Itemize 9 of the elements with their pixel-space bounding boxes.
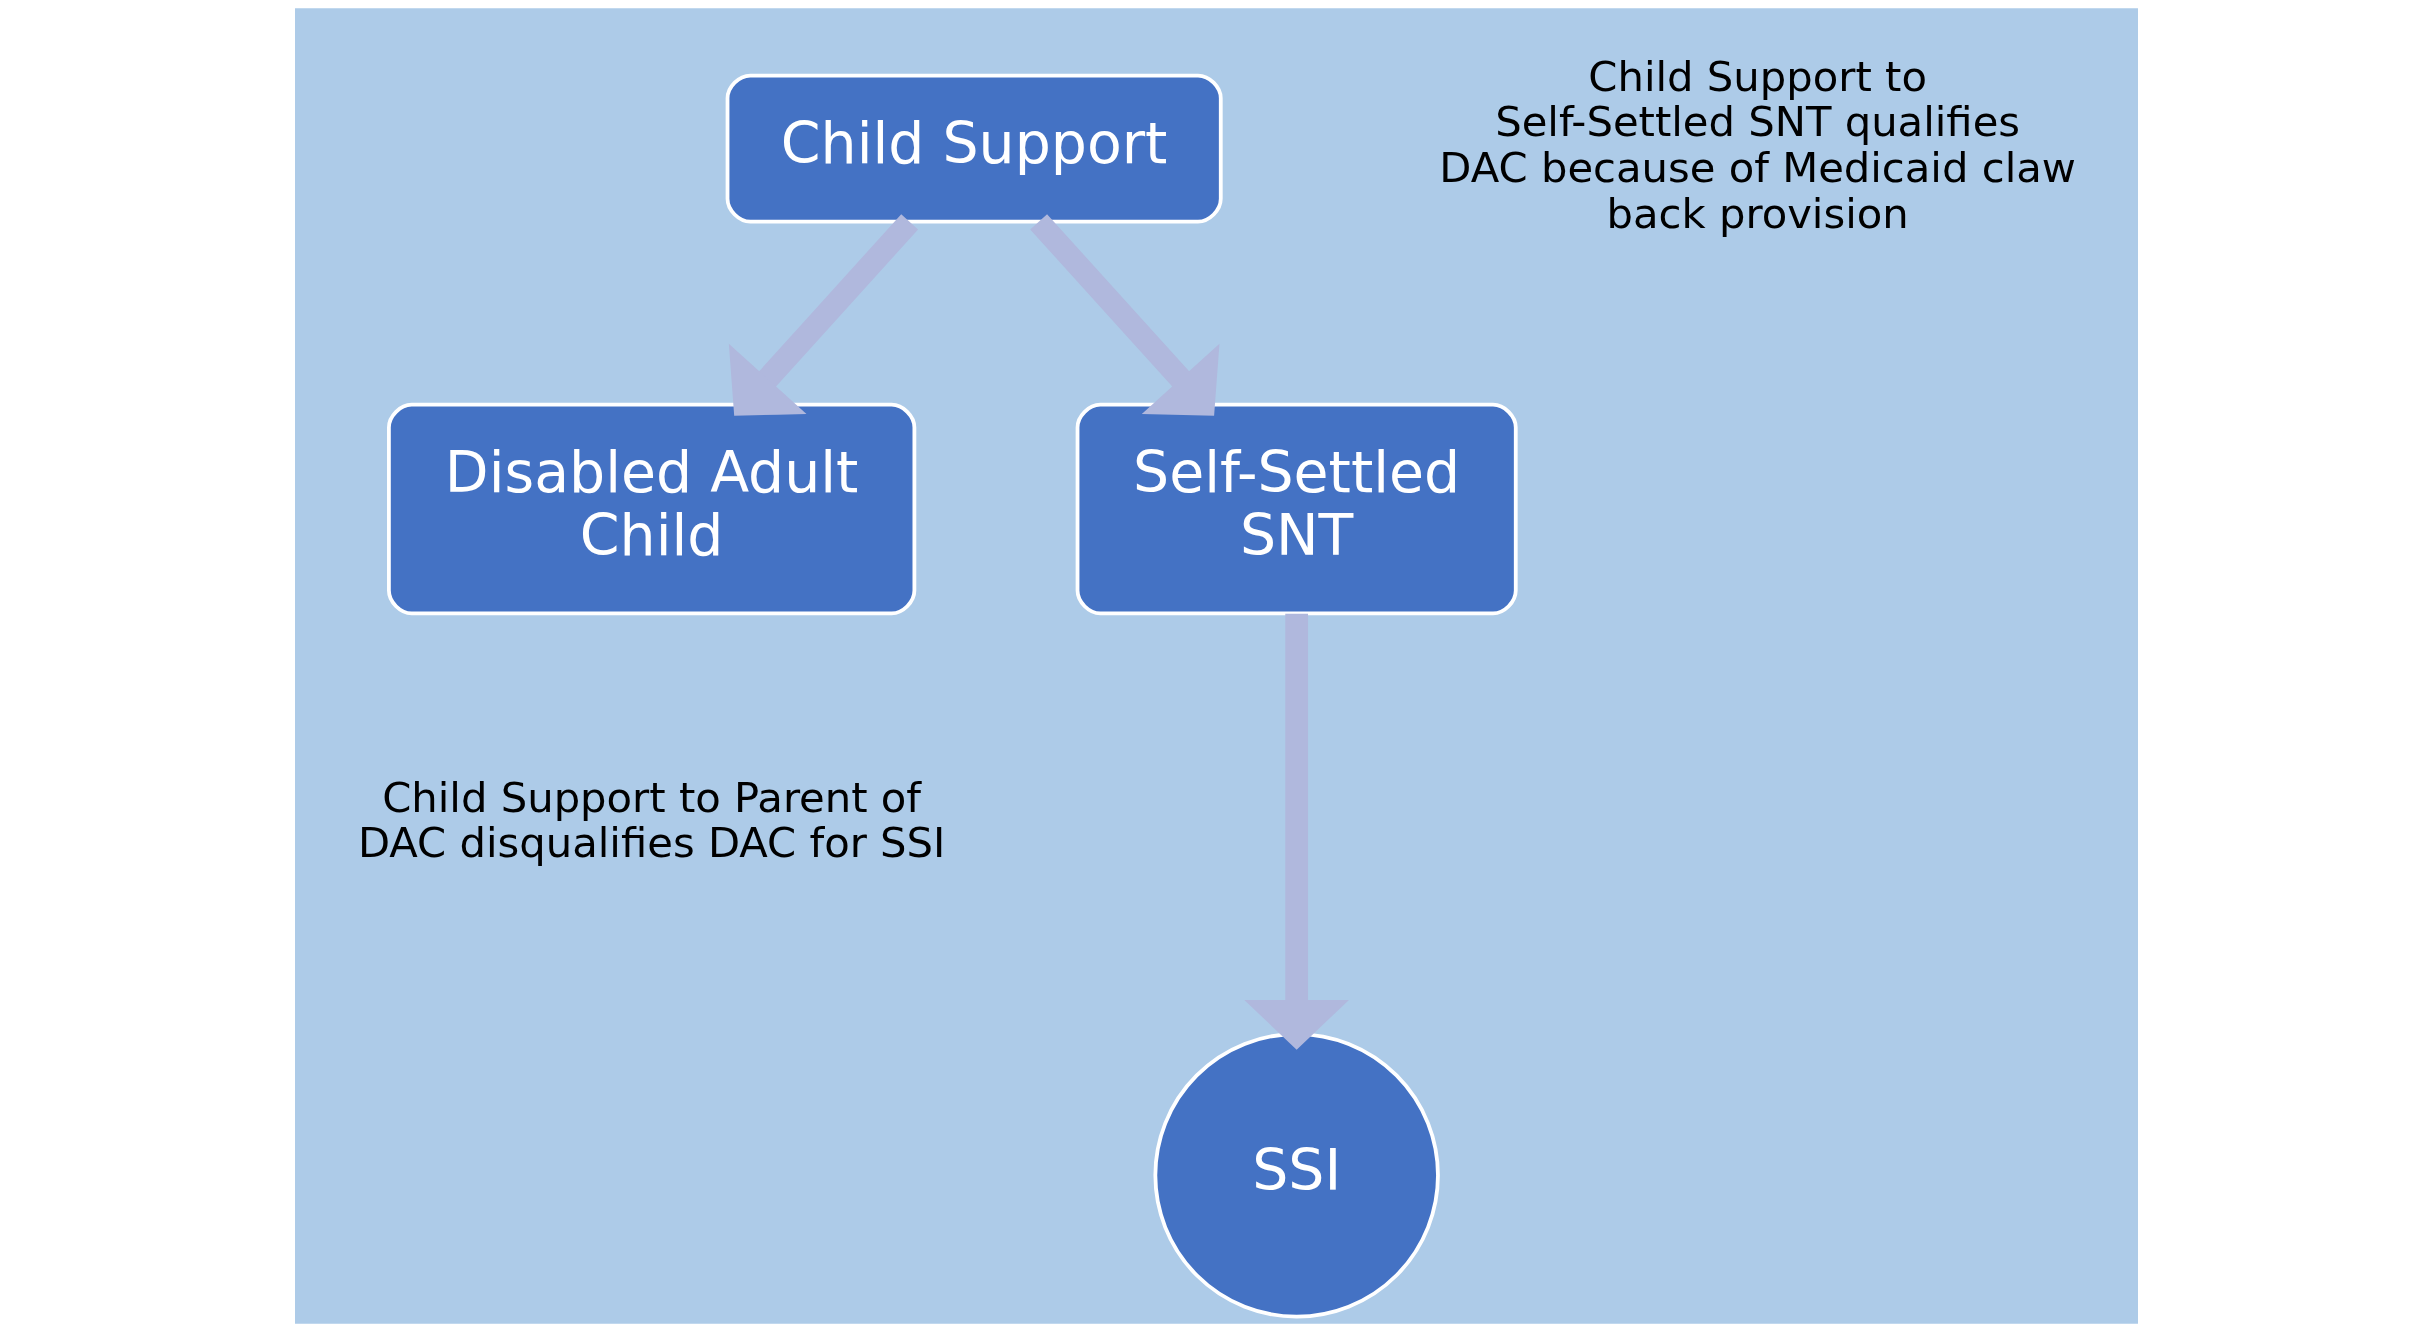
arrow: [1243, 613, 1349, 1050]
node-circle: SSI: [1152, 1032, 1440, 1319]
node-label: Child Support to Parent of DAC disqualifies DAC for SSI: [357, 772, 945, 868]
node-box: Child Support: [725, 73, 1223, 224]
node-box: Disabled Adult Child: [386, 402, 916, 616]
arrow: [1029, 214, 1219, 416]
node-box: Self-Settled SNT: [1075, 402, 1518, 616]
arrow: [728, 214, 918, 416]
node-label: Child Support to Self-Settled SNT qualifies DAC because of Medicaid claw back provision: [1438, 51, 2076, 238]
